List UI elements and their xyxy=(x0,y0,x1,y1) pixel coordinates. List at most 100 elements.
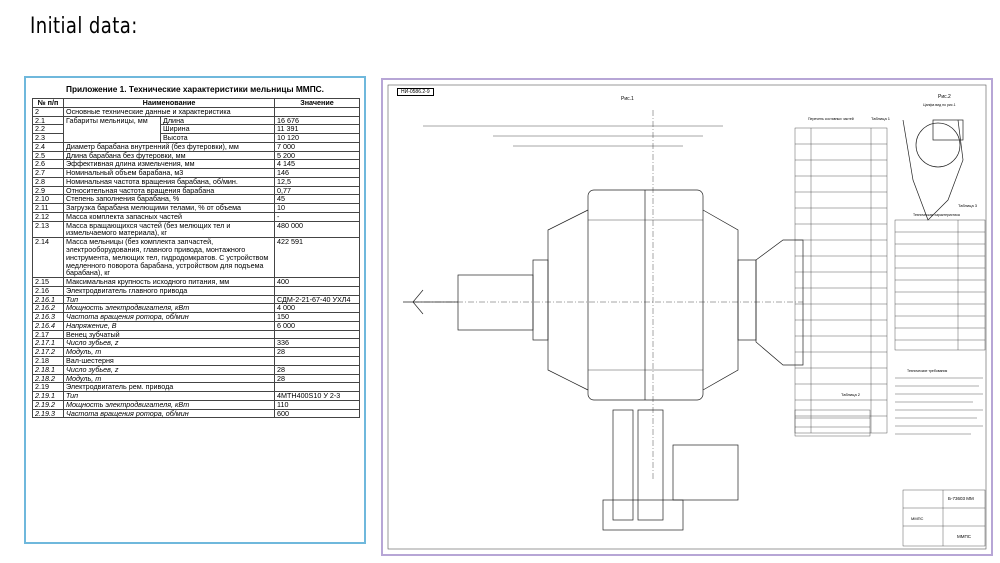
row-value: 4 145 xyxy=(274,159,360,170)
table2-label: Таблица 2 xyxy=(841,392,861,397)
row-name: Масса комплекта запасных частей xyxy=(63,211,275,222)
row-num: 2.19.1 xyxy=(32,391,64,401)
row-value: 28 xyxy=(274,373,360,384)
stamp-sheet: ММПС xyxy=(957,534,972,539)
dims-sub: Высота xyxy=(160,133,275,143)
table-row: 2.2 Ширина 11 391 xyxy=(32,124,360,135)
row-value: 400 xyxy=(274,277,360,287)
row-value: 0,77 xyxy=(274,185,360,196)
drawing-code: НИ-0586.2-9 xyxy=(397,88,434,96)
row-value: 110 xyxy=(274,399,360,410)
row-value: 12,5 xyxy=(274,176,360,187)
spec-table-title: Приложение 1. Технические характеристики… xyxy=(66,84,324,94)
row-value: 45 xyxy=(274,194,360,205)
row-value: 146 xyxy=(274,168,360,178)
table3-label: Таблица 3 xyxy=(958,203,978,208)
row-name: Электродвигатель рем. привода xyxy=(63,382,275,393)
row-value: 336 xyxy=(274,338,360,349)
section-row: 2 Основные технические данные и характер… xyxy=(32,106,360,117)
row-value: 10 120 xyxy=(274,133,360,143)
parts-list-caption: Перечень составных частей xyxy=(808,117,854,121)
col-header-num: № п/п xyxy=(32,98,64,108)
row-name: Масса вращающихся частей (без мелющих те… xyxy=(63,220,275,239)
section-num: 2 xyxy=(32,106,64,117)
row-value: 10 xyxy=(274,203,360,213)
row-num: 2.16.4 xyxy=(32,320,64,331)
row-num: 2.3 xyxy=(32,133,64,143)
stamp-code: Б-73603 ММ xyxy=(948,496,974,501)
table-row: 2.1 Габариты мельницы, мм Длина 16 676 xyxy=(32,115,360,143)
technical-drawing-image: Рис.1 Рис.2 Цапфа вид по рис.1 Таблица 1… xyxy=(381,78,993,556)
row-value xyxy=(274,285,360,296)
dims-label: Габариты мельницы, мм xyxy=(63,115,161,143)
row-num: 2.2 xyxy=(32,124,64,135)
spec-header-row: № п/п Наименование Значение xyxy=(32,98,360,108)
row-value xyxy=(274,355,360,366)
row-name: Мощность электродвигателя, кВт xyxy=(63,399,275,410)
row-num: 2.18.1 xyxy=(32,364,64,375)
row-name: Напряжение, В xyxy=(63,320,275,331)
side-view-caption: Цапфа вид по рис.1 xyxy=(923,103,956,107)
main-view-label: Рис.1 xyxy=(621,96,634,102)
row-value: СДМ-2-21-67-40 УХЛ4 xyxy=(274,294,360,305)
row-name: Вал-шестерня xyxy=(63,355,275,366)
section-name: Основные технические данные и характерис… xyxy=(63,106,275,117)
col-header-value: Значение xyxy=(274,98,360,108)
table-row: 2.3 Высота 10 120 xyxy=(32,133,360,143)
row-num: 2.19.2 xyxy=(32,399,64,410)
page-heading: Initial data: xyxy=(30,14,138,39)
row-num: 2.16 xyxy=(32,285,64,296)
row-num: 2.4 xyxy=(32,141,64,152)
row-num: 2.12 xyxy=(32,211,64,222)
row-num: 2.14 xyxy=(32,237,64,279)
row-name: Масса мельницы (без комплекта запчастей,… xyxy=(63,237,275,279)
row-value: 11 391 xyxy=(274,124,360,135)
row-name: Тип xyxy=(63,391,275,401)
row-num: 2.19.3 xyxy=(32,408,64,419)
spec-table-image: Приложение 1. Технические характеристики… xyxy=(24,76,366,544)
row-value: 28 xyxy=(274,347,360,357)
row-value: 28 xyxy=(274,364,360,375)
row-name: Диаметр барабана внутренний (без футеров… xyxy=(63,141,275,152)
row-name: Частота вращения ротора, об/мин xyxy=(63,408,275,419)
row-value: 600 xyxy=(274,408,360,419)
row-value: 7 000 xyxy=(274,141,360,152)
row-name: Номинальная частота вращения барабана, о… xyxy=(63,176,275,187)
row-num: 2.18 xyxy=(32,355,64,366)
section-value xyxy=(274,106,360,117)
row-value: 422 591 xyxy=(274,237,360,279)
row-name: Электродвигатель главного привода xyxy=(63,285,275,296)
table1-label: Таблица 1 xyxy=(871,116,891,121)
spec-table: № п/п Наименование Значение 2 Основные т… xyxy=(32,98,360,419)
notes-caption: Технические требования xyxy=(907,369,947,373)
row-value: 4МТН400S10 У 2-3 xyxy=(274,391,360,401)
row-num: 2.13 xyxy=(32,220,64,239)
row-num: 2.8 xyxy=(32,176,64,187)
stamp-name: ММПС xyxy=(911,516,924,521)
row-value: 5 200 xyxy=(274,150,360,161)
row-value: 480 000 xyxy=(274,220,360,239)
drawing-svg: Рис.1 Рис.2 Цапфа вид по рис.1 Таблица 1… xyxy=(387,84,987,550)
side-view-label: Рис.2 xyxy=(938,94,951,100)
col-header-name: Наименование xyxy=(63,98,275,108)
row-value: - xyxy=(274,211,360,222)
